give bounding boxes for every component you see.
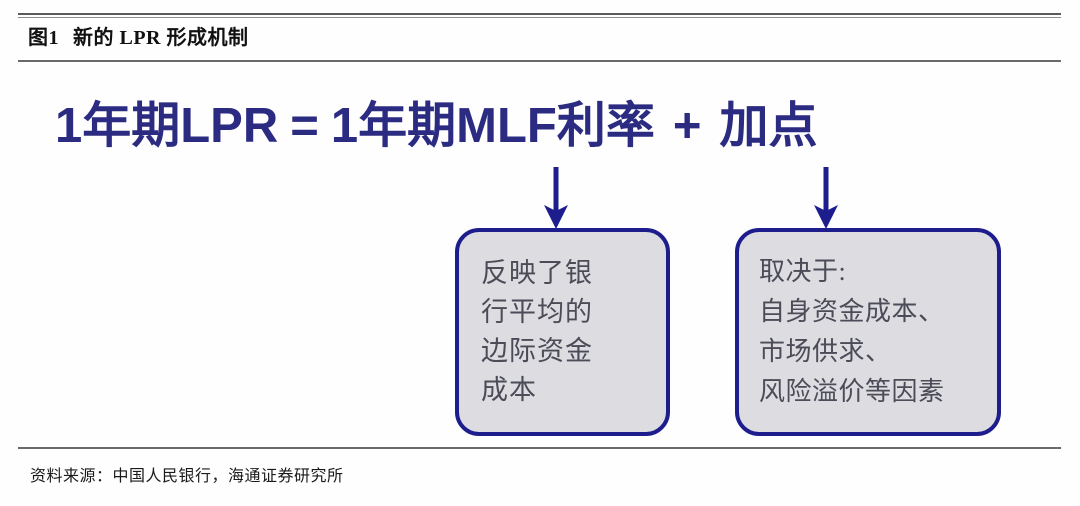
formula-equals-sign: =	[290, 99, 319, 153]
down-arrow-icon	[539, 167, 573, 229]
footer-rule	[18, 447, 1061, 449]
note-box-mlf: 反映了银 行平均的 边际资金 成本	[455, 228, 670, 436]
note-box-spread-text: 取决于: 自身资金成本、 市场供求、 风险溢价等因素	[759, 257, 945, 406]
header-rule-inner	[18, 17, 1061, 18]
formula-plus-sign: +	[672, 99, 702, 153]
note-box-spread: 取决于: 自身资金成本、 市场供求、 风险溢价等因素	[735, 228, 1001, 436]
header-rule-outer	[18, 13, 1061, 15]
figure-title-text: 新的 LPR 形成机制	[73, 27, 249, 49]
formula-mid-term: 1年期MLF利率	[330, 99, 655, 153]
note-box-mlf-text: 反映了银 行平均的 边际资金 成本	[481, 258, 593, 405]
formula-left-term: 1年期LPR	[55, 99, 279, 153]
source-note: 资料来源：中国人民银行，海通证券研究所	[30, 468, 344, 485]
down-arrow-icon	[809, 167, 843, 229]
title-bottom-rule	[18, 60, 1061, 62]
figure-number: 图1	[28, 27, 59, 49]
figure-title: 图1 新的 LPR 形成机制	[28, 24, 249, 52]
lpr-formula: 1年期LPR=1年期MLF利率 + 加点	[55, 92, 955, 162]
formula-right-term: 加点	[719, 99, 818, 153]
